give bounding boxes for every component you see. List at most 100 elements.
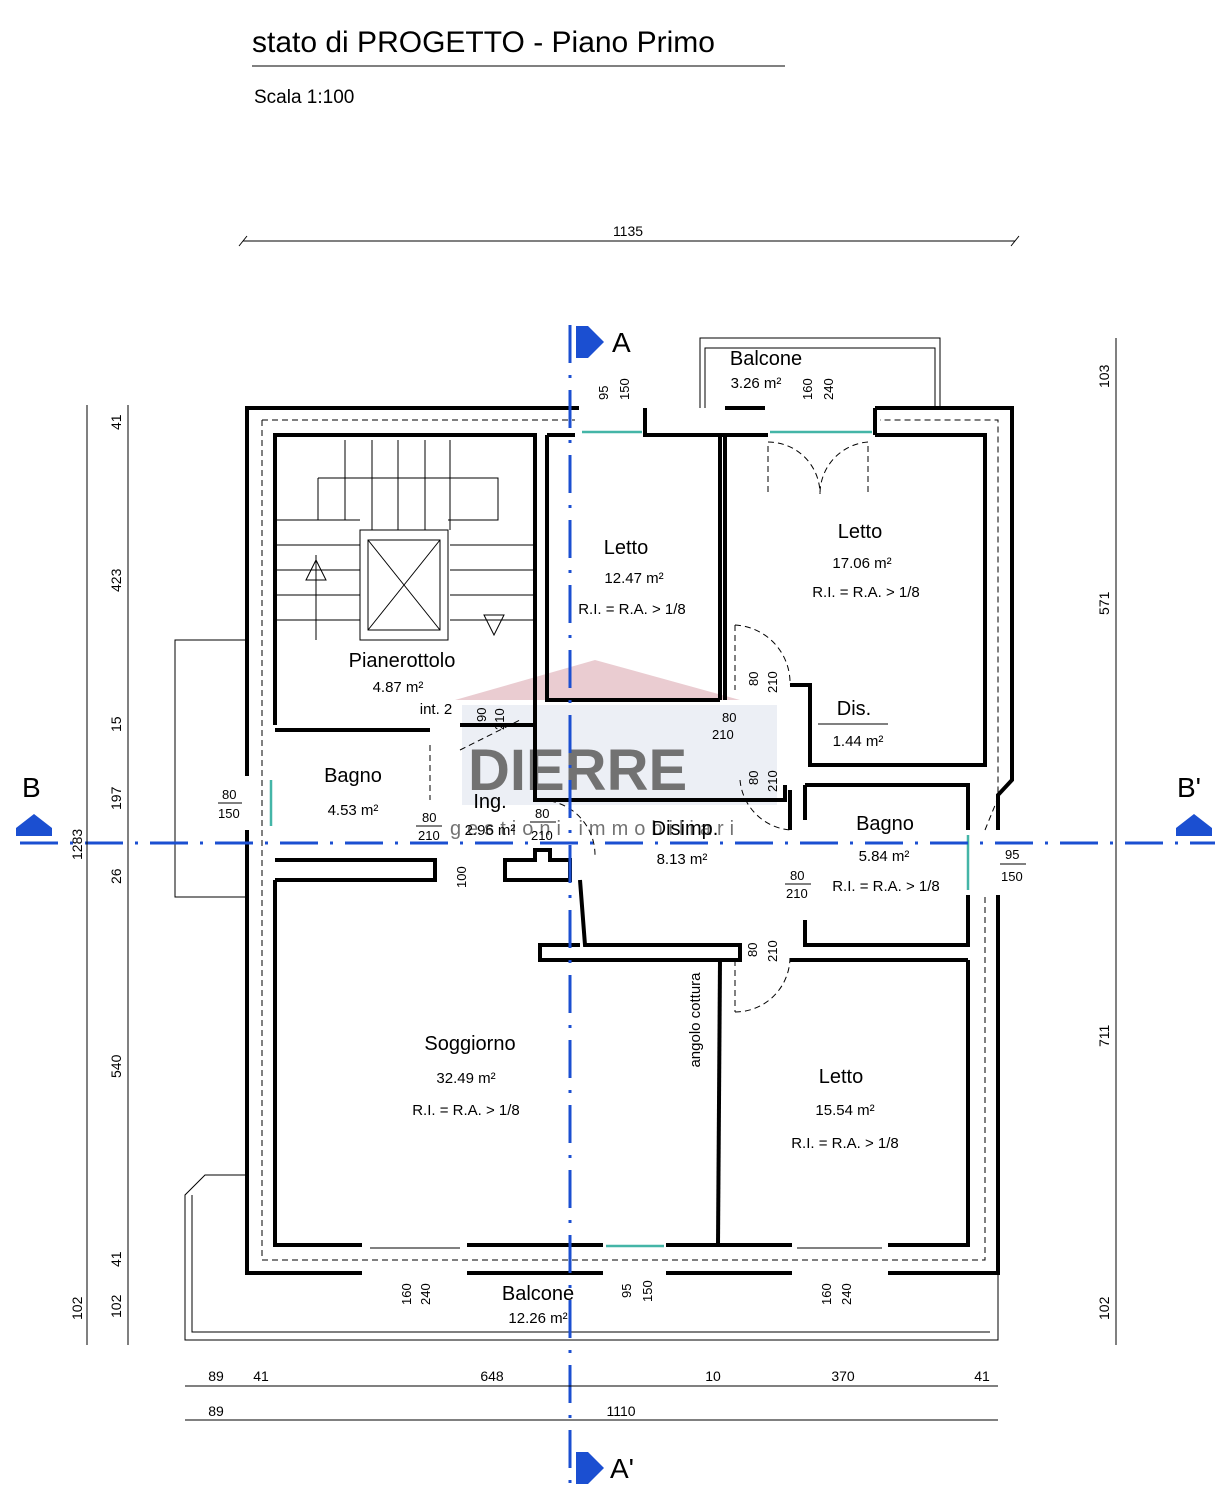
svg-text:Letto: Letto (819, 1066, 863, 1088)
svg-text:210: 210 (765, 770, 780, 792)
svg-text:711: 711 (1096, 1024, 1112, 1047)
room-letto-2: Letto 17.06 m² R.I. = R.A. > 1/8 (812, 521, 920, 601)
svg-text:102: 102 (108, 1294, 124, 1318)
svg-text:Letto: Letto (604, 537, 648, 559)
dim-left-outer: 102 1283 (69, 405, 88, 1345)
svg-text:210: 210 (712, 727, 734, 742)
staircase-and-lift (275, 440, 535, 641)
svg-text:102: 102 (1096, 1296, 1112, 1320)
svg-text:Pianerottolo: Pianerottolo (349, 650, 456, 672)
exterior-walls (245, 406, 1014, 1275)
svg-text:Bagno: Bagno (856, 813, 914, 835)
svg-text:R.I. = R.A. > 1/8: R.I. = R.A. > 1/8 (412, 1102, 520, 1119)
svg-text:1283: 1283 (69, 829, 85, 860)
room-bagno-2: Bagno 5.84 m² R.I. = R.A. > 1/8 (832, 813, 940, 895)
svg-text:A: A (612, 327, 631, 358)
room-dis: Dis. 1.44 m² (818, 698, 888, 750)
svg-text:89: 89 (208, 1403, 224, 1419)
svg-text:150: 150 (218, 806, 240, 821)
section-marker-b: B (16, 772, 52, 836)
svg-text:1135: 1135 (613, 223, 643, 239)
room-bagno-1: Bagno 4.53 m² (324, 765, 382, 819)
svg-text:Disimp.: Disimp. (652, 818, 719, 840)
svg-text:95: 95 (619, 1284, 634, 1298)
dim-left-inner: 41 423 15 197 26 540 41 102 (108, 405, 129, 1345)
svg-text:160: 160 (399, 1283, 414, 1305)
svg-text:R.I. = R.A. > 1/8: R.I. = R.A. > 1/8 (832, 878, 940, 895)
room-disimp: Disimp. 8.13 m² (652, 818, 719, 868)
dim-top-total: 1135 (238, 223, 1020, 247)
svg-text:571: 571 (1096, 591, 1112, 615)
svg-text:17.06 m²: 17.06 m² (832, 555, 891, 572)
plan-title: stato di PROGETTO - Piano Primo (252, 26, 715, 59)
svg-text:648: 648 (480, 1368, 504, 1384)
svg-text:angolo cottura: angolo cottura (687, 972, 704, 1068)
svg-text:540: 540 (108, 1054, 124, 1078)
svg-text:41: 41 (108, 1251, 124, 1267)
label-angolo-cottura: angolo cottura (687, 972, 704, 1068)
svg-text:1.44 m²: 1.44 m² (833, 733, 884, 750)
svg-text:90: 90 (474, 708, 489, 722)
svg-text:41: 41 (108, 414, 124, 430)
svg-text:int. 2: int. 2 (420, 701, 453, 718)
watermark-brand: DIERRE (468, 738, 687, 803)
svg-text:12.47 m²: 12.47 m² (604, 570, 663, 587)
section-marker-a-prime: A' (576, 1452, 634, 1484)
svg-text:210: 210 (786, 886, 808, 901)
interior-walls (275, 433, 987, 1246)
dim-bottom-row-2: 89 1110 (185, 1403, 998, 1421)
dim-bottom-row-1: 89 41 648 10 370 41 (185, 1368, 998, 1387)
room-ing: Ing. 2.96 m² (465, 791, 516, 839)
room-balcone-top: Balcone 3.26 m² (730, 348, 802, 392)
svg-text:150: 150 (617, 378, 632, 400)
svg-text:4.53 m²: 4.53 m² (328, 802, 379, 819)
svg-text:210: 210 (765, 671, 780, 693)
svg-text:95: 95 (596, 386, 611, 400)
svg-text:150: 150 (1001, 869, 1023, 884)
svg-text:80: 80 (422, 810, 436, 825)
door-swings (429, 441, 869, 1013)
room-balcone-bottom: Balcone 12.26 m² (502, 1283, 574, 1327)
svg-text:4.87 m²: 4.87 m² (373, 679, 424, 696)
svg-text:80: 80 (222, 787, 236, 802)
svg-text:370: 370 (831, 1368, 855, 1384)
svg-text:B': B' (1177, 772, 1201, 803)
svg-text:10: 10 (705, 1368, 721, 1384)
svg-text:80: 80 (535, 806, 549, 821)
section-marker-b-prime: B' (1176, 772, 1212, 836)
svg-text:80: 80 (746, 672, 761, 686)
svg-text:80: 80 (722, 710, 736, 725)
svg-text:1110: 1110 (606, 1403, 635, 1419)
svg-text:423: 423 (108, 568, 124, 592)
svg-text:Dis.: Dis. (837, 698, 871, 720)
room-letto-1: Letto 12.47 m² R.I. = R.A. > 1/8 (578, 537, 686, 618)
section-marker-a: A (576, 326, 631, 358)
svg-text:80: 80 (790, 868, 804, 883)
svg-text:41: 41 (974, 1368, 990, 1384)
svg-text:26: 26 (108, 868, 124, 884)
svg-text:3.26 m²: 3.26 m² (731, 375, 782, 392)
plan-scale: Scala 1:100 (254, 87, 354, 108)
svg-text:210: 210 (765, 940, 780, 962)
svg-text:15: 15 (108, 716, 124, 732)
svg-text:41: 41 (253, 1368, 269, 1384)
svg-text:Letto: Letto (838, 521, 882, 543)
svg-text:15.54 m²: 15.54 m² (815, 1102, 874, 1119)
exterior-outlines (174, 337, 999, 1341)
svg-text:R.I. = R.A. > 1/8: R.I. = R.A. > 1/8 (791, 1135, 899, 1152)
svg-text:197: 197 (108, 786, 124, 810)
svg-text:32.49 m²: 32.49 m² (436, 1070, 495, 1087)
window-glazing (269, 430, 970, 1249)
svg-text:Balcone: Balcone (502, 1283, 574, 1305)
svg-text:Balcone: Balcone (730, 348, 802, 370)
svg-text:89: 89 (208, 1368, 224, 1384)
svg-text:240: 240 (418, 1283, 433, 1305)
opening-labels: 95 150 160 240 90 210 80 210 80 210 80 2… (218, 378, 1026, 1305)
watermark-tagline: gestioni immobiliari (450, 818, 740, 840)
svg-text:210: 210 (492, 708, 507, 730)
dim-right: 103 571 711 102 (1096, 338, 1117, 1345)
svg-text:150: 150 (640, 1280, 655, 1302)
svg-text:240: 240 (839, 1283, 854, 1305)
svg-text:95: 95 (1005, 847, 1019, 862)
section-lines (20, 325, 1215, 1495)
